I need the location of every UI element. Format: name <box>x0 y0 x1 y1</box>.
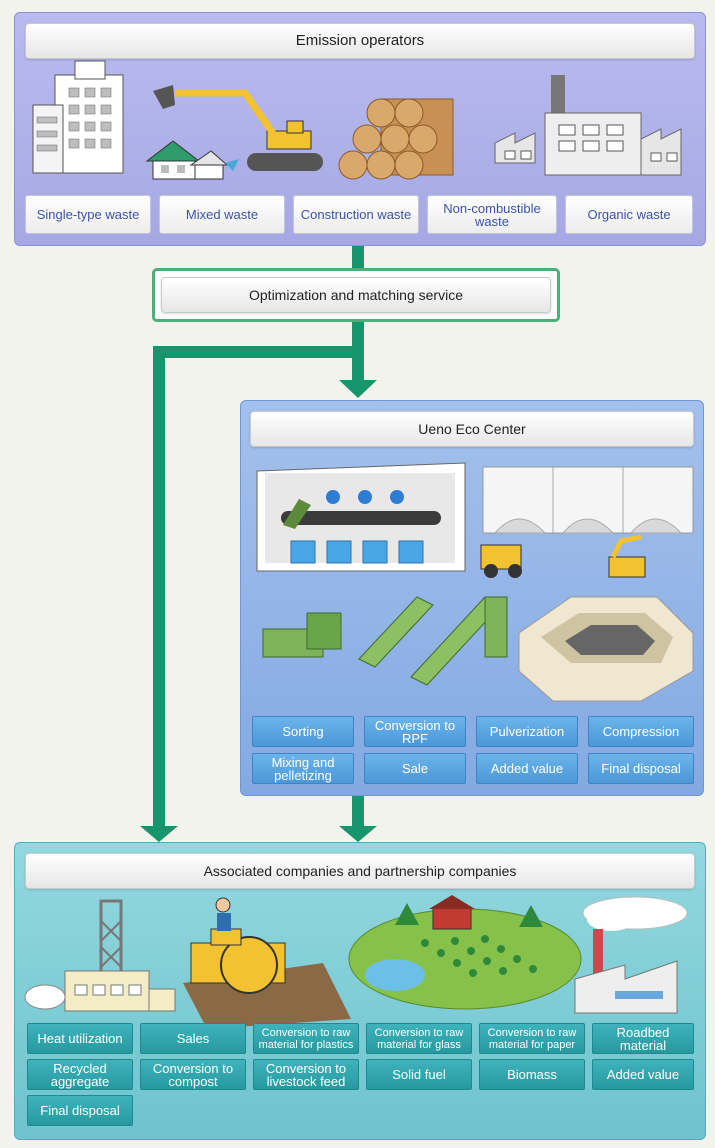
process-pulverization: Pulverization <box>476 716 578 747</box>
use-added-value: Added value <box>592 1059 694 1090</box>
partner-illustrations <box>24 895 688 1029</box>
matching-service-title: Optimization and matching service <box>161 277 551 313</box>
category-organic-waste: Organic waste <box>565 195 693 234</box>
ueno-eco-center-title: Ueno Eco Center <box>250 411 694 447</box>
associated-companies-title: Associated companies and partnership com… <box>25 853 695 889</box>
ueno-eco-center-panel: Ueno Eco Center <box>240 400 704 796</box>
use-biomass: Biomass <box>479 1059 585 1090</box>
use-plastics-raw-material: Conversion to raw material for plastics <box>253 1023 359 1054</box>
process-compression: Compression <box>588 716 694 747</box>
emission-illustrations <box>32 60 682 180</box>
crusher-conveyor-icon <box>262 596 508 686</box>
use-glass-raw-material: Conversion to raw material for glass <box>366 1023 472 1054</box>
use-conversion-to-livestock-feed: Conversion to livestock feed <box>253 1059 359 1090</box>
emission-operators-title: Emission operators <box>25 23 695 59</box>
process-sorting: Sorting <box>252 716 354 747</box>
excavator-demolition-icon <box>145 85 323 180</box>
process-added-value: Added value <box>476 753 578 784</box>
farm-field-icon <box>348 895 582 1010</box>
factory-icon <box>494 75 682 176</box>
storage-bays-icon <box>480 466 694 578</box>
use-final-disposal: Final disposal <box>27 1095 133 1126</box>
timber-logs-icon <box>338 98 454 180</box>
paper-factory-icon <box>574 896 688 1014</box>
use-paper-raw-material: Conversion to raw material for paper <box>479 1023 585 1054</box>
process-sale: Sale <box>364 753 466 784</box>
use-roadbed-material: Roadbed material <box>592 1023 694 1054</box>
category-single-type-waste: Single-type waste <box>25 195 151 234</box>
landfill-icon <box>518 596 694 702</box>
use-recycled-aggregate: Recycled aggregate <box>27 1059 133 1090</box>
process-mixing-and-pelletizing: Mixing and pelletizing <box>252 753 354 784</box>
category-construction-waste: Construction waste <box>293 195 419 234</box>
road-roller-icon <box>183 897 351 1029</box>
category-mixed-waste: Mixed waste <box>159 195 285 234</box>
use-heat-utilization: Heat utilization <box>27 1023 133 1054</box>
sorting-line-icon <box>256 462 466 572</box>
facility-illustrations <box>256 462 694 702</box>
emission-operators-panel: Emission operators <box>14 12 706 246</box>
category-non-combustible-waste: Non-combustible waste <box>427 195 557 234</box>
process-conversion-to-rpf: Conversion to RPF <box>364 716 466 747</box>
incineration-plant-icon <box>24 899 176 1012</box>
use-sales: Sales <box>140 1023 246 1054</box>
office-building-icon <box>32 60 124 174</box>
associated-companies-panel: Associated companies and partnership com… <box>14 842 706 1140</box>
use-conversion-to-compost: Conversion to compost <box>140 1059 246 1090</box>
matching-service-panel: Optimization and matching service <box>152 268 560 322</box>
process-final-disposal: Final disposal <box>588 753 694 784</box>
use-solid-fuel: Solid fuel <box>366 1059 472 1090</box>
